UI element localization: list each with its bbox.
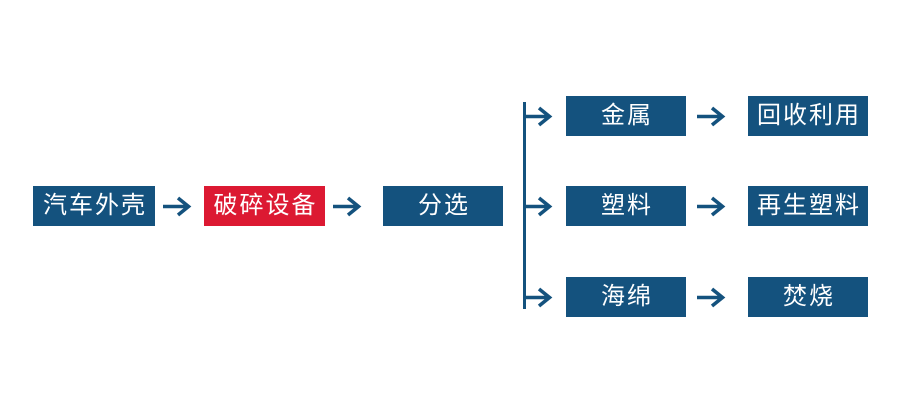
node-crushing-equipment: 破碎设备 xyxy=(204,186,325,226)
arrow-right-icon xyxy=(523,287,553,308)
node-recycled-plastic: 再生塑料 xyxy=(748,186,868,226)
arrow-right-icon xyxy=(697,106,726,127)
arrow-right-icon xyxy=(523,106,553,127)
node-incineration: 焚烧 xyxy=(748,277,868,317)
arrow-right-icon xyxy=(697,287,726,308)
node-metal: 金属 xyxy=(566,96,686,136)
node-sponge: 海绵 xyxy=(566,277,686,317)
node-sorting: 分选 xyxy=(383,186,503,226)
arrow-right-icon xyxy=(333,196,362,217)
node-plastic: 塑料 xyxy=(566,186,686,226)
arrow-right-icon xyxy=(523,196,553,217)
node-recycling: 回收利用 xyxy=(748,96,868,136)
arrow-right-icon xyxy=(163,196,192,217)
arrow-right-icon xyxy=(697,196,726,217)
node-car-shell: 汽车外壳 xyxy=(33,186,155,226)
